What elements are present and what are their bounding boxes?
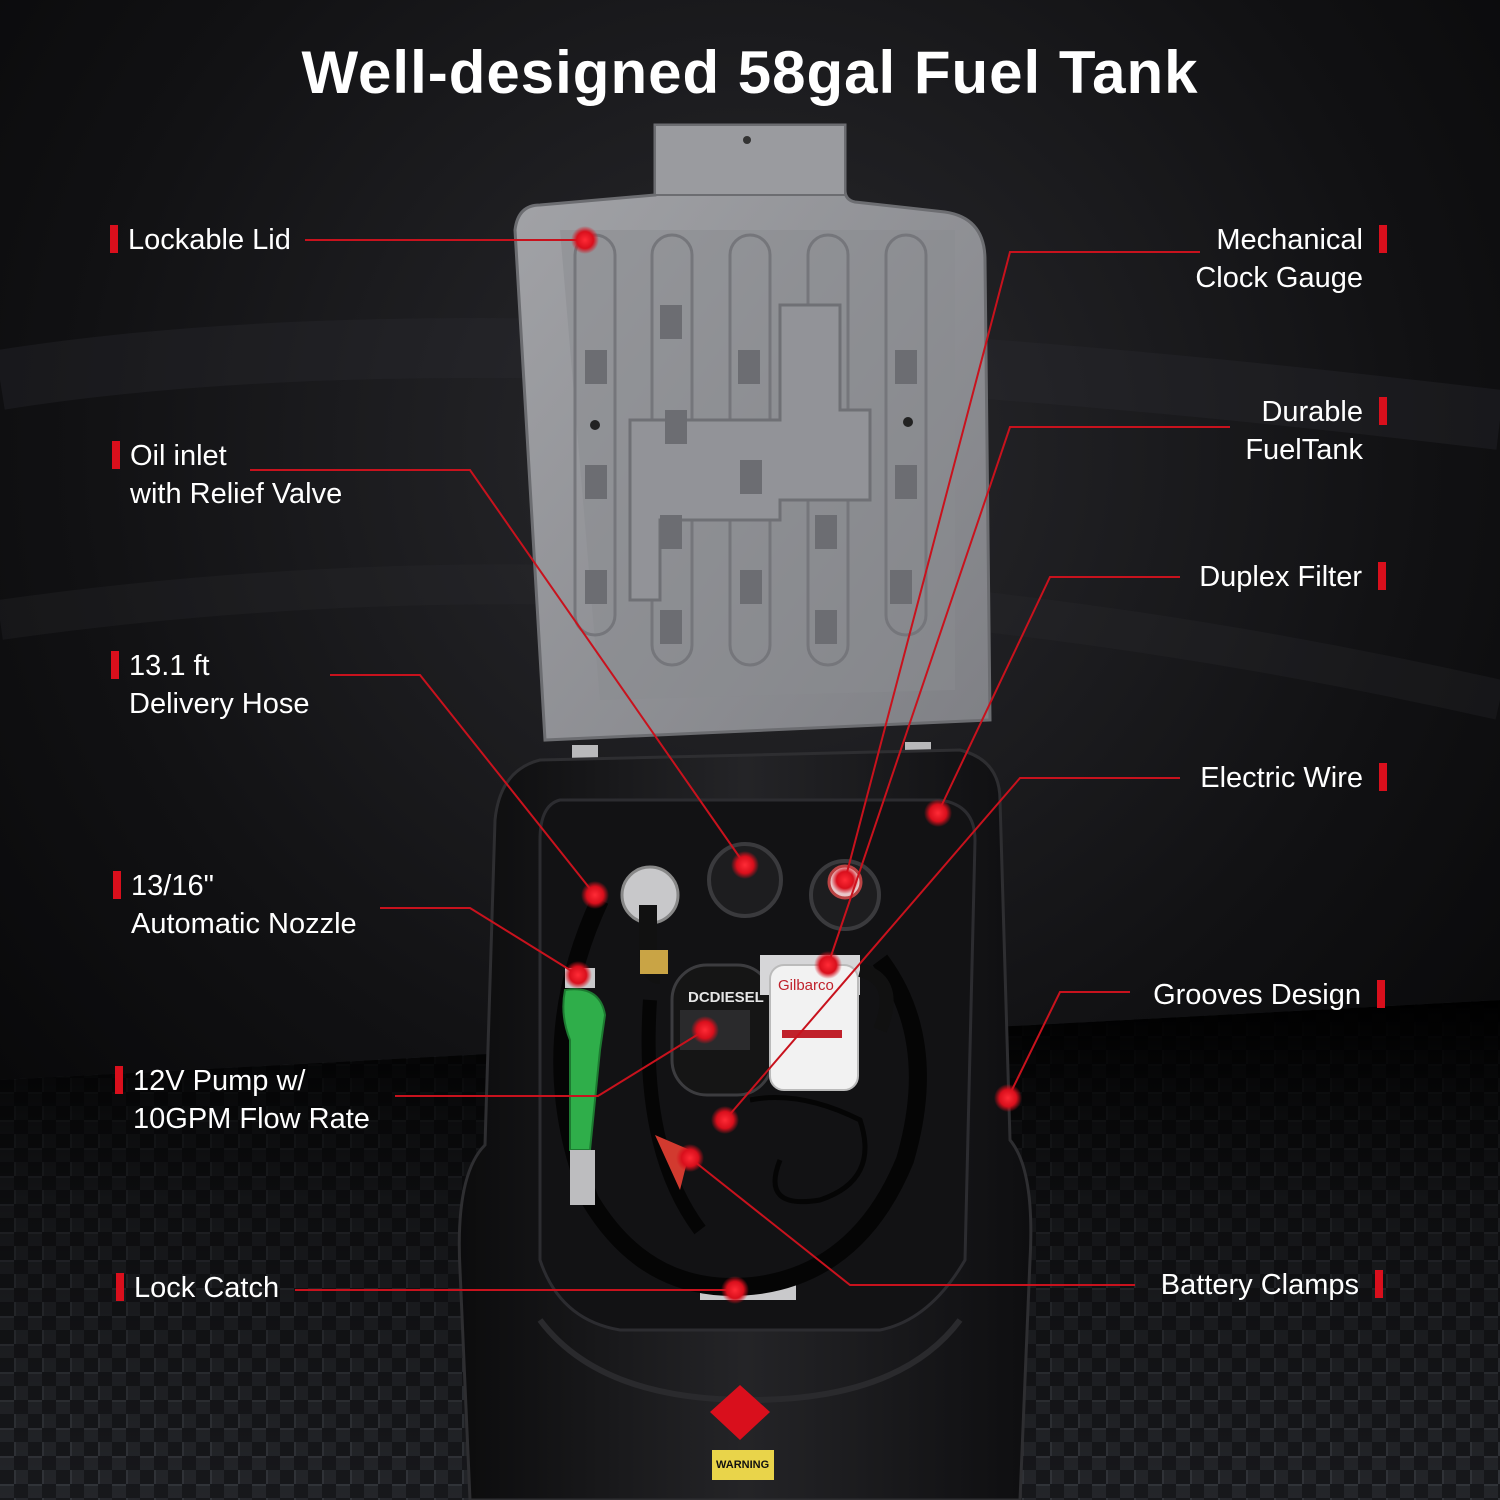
- pump-brand-text: DCDIESEL: [688, 989, 764, 1006]
- label-lockable-lid: Lockable Lid: [110, 221, 291, 259]
- label-durable-fueltank: Durable FuelTank: [1245, 393, 1387, 469]
- label-lock-catch: Lock Catch: [116, 1269, 280, 1307]
- accent-bar: [110, 225, 118, 253]
- label-line: Grooves Design: [1153, 979, 1361, 1011]
- label-line: 10GPM Flow Rate: [133, 1103, 370, 1135]
- label-line: Clock Gauge: [1195, 262, 1363, 294]
- page-title: Well-designed 58gal Fuel Tank: [301, 39, 1199, 106]
- label-oil-inlet: Oil inlet with Relief Valve: [112, 437, 343, 513]
- label-line: Oil inlet: [130, 440, 227, 472]
- label-line: 13.1 ft: [129, 650, 210, 682]
- label-electric-wire: Electric Wire: [1200, 759, 1387, 797]
- warning-text: WARNING: [716, 1459, 769, 1471]
- accent-bar: [1379, 225, 1387, 253]
- accent-bar: [1375, 1270, 1383, 1298]
- accent-bar: [1379, 397, 1387, 425]
- lockable-lid: [513, 123, 992, 742]
- label-automatic-nozzle: 13/16" Automatic Nozzle: [113, 867, 357, 943]
- label-clock-gauge: Mechanical Clock Gauge: [1195, 221, 1387, 297]
- accent-bar: [115, 1066, 123, 1094]
- accent-bar: [1378, 562, 1386, 590]
- accent-bar: [112, 441, 120, 469]
- label-line: with Relief Valve: [130, 478, 343, 510]
- label-line: 12V Pump w/: [133, 1065, 306, 1097]
- accent-bar: [113, 871, 121, 899]
- label-duplex-filter: Duplex Filter: [1199, 558, 1386, 596]
- label-12v-pump: 12V Pump w/ 10GPM Flow Rate: [115, 1062, 370, 1138]
- label-line: Duplex Filter: [1199, 561, 1362, 593]
- accent-bar: [1377, 980, 1385, 1008]
- label-line: Durable: [1261, 396, 1363, 428]
- label-line: Electric Wire: [1200, 762, 1363, 794]
- label-line: FuelTank: [1245, 434, 1363, 466]
- label-line: Delivery Hose: [129, 688, 310, 720]
- label-battery-clamps: Battery Clamps: [1160, 1266, 1383, 1304]
- label-line: Mechanical: [1216, 224, 1363, 256]
- label-line: Lock Catch: [134, 1272, 280, 1304]
- filter-brand-text: Gilbarco: [778, 977, 834, 994]
- accent-bar: [1379, 763, 1387, 791]
- relief-valve: [707, 842, 783, 918]
- warning-sticker: [712, 1450, 774, 1480]
- label-line: 13/16": [131, 870, 214, 902]
- label-line: Lockable Lid: [128, 224, 291, 256]
- accent-bar: [116, 1273, 124, 1301]
- label-grooves-design: Grooves Design: [1153, 976, 1385, 1014]
- label-line: Automatic Nozzle: [131, 908, 357, 940]
- label-line: Battery Clamps: [1160, 1269, 1359, 1301]
- flammable-diamond: [710, 1385, 770, 1440]
- label-delivery-hose: 13.1 ft Delivery Hose: [111, 647, 310, 723]
- accent-bar: [111, 651, 119, 679]
